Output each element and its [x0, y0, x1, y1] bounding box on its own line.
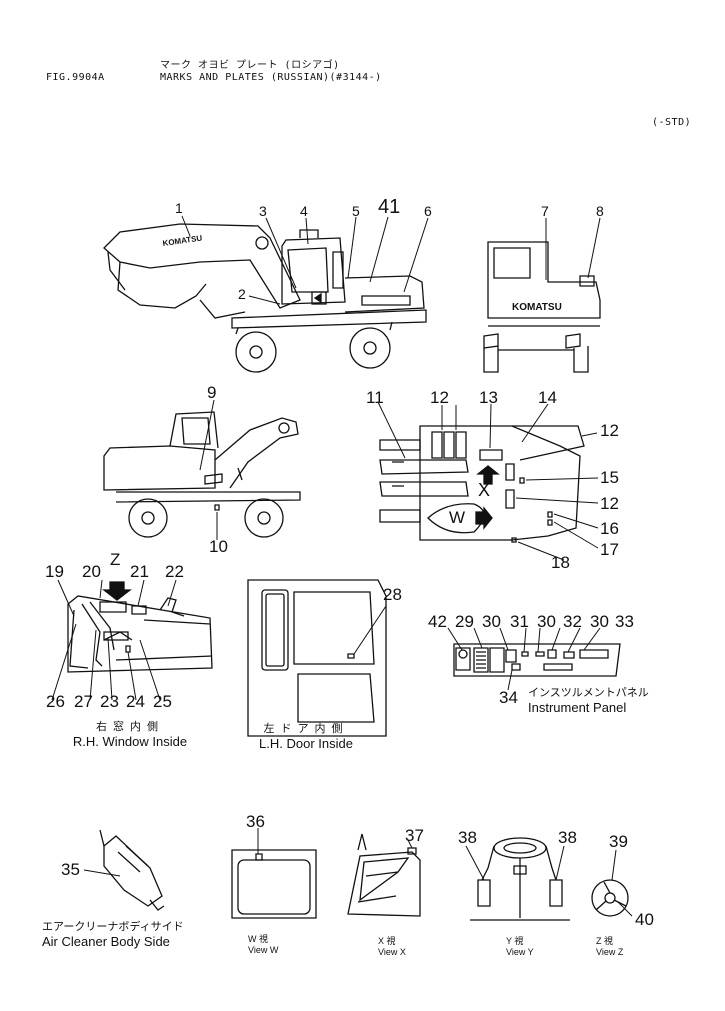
callout-15: 15 — [600, 468, 619, 487]
air-cleaner — [100, 830, 164, 910]
figure-number: FIG.9904A — [46, 72, 105, 83]
view-z-label: Z 視 View Z — [596, 934, 623, 957]
callout-13: 13 — [479, 388, 498, 407]
callout-14: 14 — [538, 388, 557, 407]
callout-36: 36 — [246, 812, 265, 831]
callout-20: 20 — [82, 562, 101, 581]
callout-41: 41 — [378, 196, 401, 218]
air-cleaner-caption: エアークリーナボディサイド Air Cleaner Body Side — [42, 918, 212, 949]
lh-door-inside — [248, 580, 386, 736]
callout-39: 39 — [609, 832, 628, 851]
excavator-side-view: KOMATSU — [104, 224, 426, 372]
air-cleaner-caption-en: Air Cleaner Body Side — [42, 934, 170, 949]
rh-window-caption: 右窓内側 R.H. Window Inside — [50, 718, 210, 749]
instrument-panel — [454, 644, 620, 676]
callout-34: 34 — [499, 688, 518, 707]
title-english: MARKS AND PLATES (RUSSIAN)(#3144-) — [160, 72, 382, 83]
callout-25: 25 — [153, 692, 172, 711]
callout-12b: 12 — [600, 421, 619, 440]
view-x-label-en: View X — [378, 947, 406, 957]
air-cleaner-caption-jp: エアークリーナボディサイド — [42, 921, 184, 933]
std-note: (-STD) — [652, 117, 692, 128]
rh-window-inside — [68, 582, 212, 672]
view-w-arrow-label: W — [449, 508, 466, 527]
callout-8: 8 — [596, 203, 604, 219]
view-x-label-jp: X 視 — [378, 936, 396, 946]
lh-door-caption-en: L.H. Door Inside — [259, 736, 353, 751]
callout-12c: 12 — [600, 494, 619, 513]
callout-4: 4 — [300, 203, 308, 219]
callout-30b: 30 — [537, 612, 556, 631]
callout-23: 23 — [100, 692, 119, 711]
title-japanese: マーク オヨビ プレート (ロシアゴ) — [160, 60, 340, 71]
callout-21: 21 — [130, 562, 149, 581]
callout-17: 17 — [600, 540, 619, 559]
view-y-label-jp: Y 視 — [506, 936, 524, 946]
callout-z: Z — [110, 550, 121, 569]
view-x — [348, 834, 420, 916]
rear-brand-text: KOMATSU — [512, 302, 562, 313]
callout-32: 32 — [563, 612, 582, 631]
lh-door-caption-jp: 左ドア内側 — [263, 723, 349, 735]
callout-12a: 12 — [430, 388, 449, 407]
callout-2: 2 — [238, 286, 246, 302]
excavator-rear-view: KOMATSU — [484, 242, 600, 372]
callout-27: 27 — [74, 692, 93, 711]
lh-door-caption: 左ドア内側 L.H. Door Inside — [226, 720, 386, 751]
view-z — [592, 880, 628, 916]
callout-5: 5 — [352, 203, 360, 219]
instrument-caption-en: Instrument Panel — [528, 700, 627, 715]
callout-22: 22 — [165, 562, 184, 581]
view-w — [232, 850, 316, 918]
callout-28: 28 — [383, 585, 402, 604]
view-x-label: X 視 View X — [378, 934, 406, 957]
instrument-caption-jp: インスツルメントパネル — [528, 687, 649, 699]
callout-11: 11 — [366, 388, 384, 407]
callout-1: 1 — [175, 200, 183, 216]
callout-38b: 38 — [558, 828, 577, 847]
leader-lines — [52, 216, 632, 916]
view-y-label-en: View Y — [506, 947, 534, 957]
callout-33: 33 — [615, 612, 634, 631]
callout-29: 29 — [455, 612, 474, 631]
callout-37: 37 — [405, 826, 424, 845]
callout-30c: 30 — [590, 612, 609, 631]
excavator-top-view — [380, 426, 584, 542]
callout-16: 16 — [600, 519, 619, 538]
view-z-label-jp: Z 視 — [596, 936, 613, 946]
callout-6: 6 — [424, 203, 432, 219]
boom-brand-text: KOMATSU — [162, 233, 203, 247]
view-y — [470, 838, 570, 920]
callout-30a: 30 — [482, 612, 501, 631]
callout-40: 40 — [635, 910, 654, 929]
callout-24: 24 — [126, 692, 145, 711]
callout-10: 10 — [209, 537, 228, 556]
view-z-label-en: View Z — [596, 947, 624, 957]
view-w-label: W 視 View W — [248, 932, 278, 955]
callout-7: 7 — [541, 203, 549, 219]
callout-9: 9 — [207, 383, 217, 402]
view-w-label-en: View W — [248, 945, 279, 955]
rh-window-caption-jp: 右窓内側 — [96, 721, 164, 733]
rh-window-caption-en: R.H. Window Inside — [72, 734, 188, 749]
callout-31: 31 — [510, 612, 529, 631]
callout-19: 19 — [45, 562, 64, 581]
callout-3: 3 — [259, 203, 267, 219]
callout-26: 26 — [46, 692, 65, 711]
callout-35: 35 — [61, 860, 80, 879]
view-w-label-jp: W 視 — [248, 934, 268, 944]
callout-38a: 38 — [458, 828, 477, 847]
callout-42: 42 — [428, 612, 447, 631]
view-x-arrow-label: X — [478, 480, 491, 500]
excavator-side-view-2 — [104, 412, 300, 537]
view-y-label: Y 視 View Y — [506, 934, 534, 957]
instrument-caption: インスツルメントパネル Instrument Panel — [528, 684, 668, 715]
callout-18: 18 — [551, 553, 570, 572]
